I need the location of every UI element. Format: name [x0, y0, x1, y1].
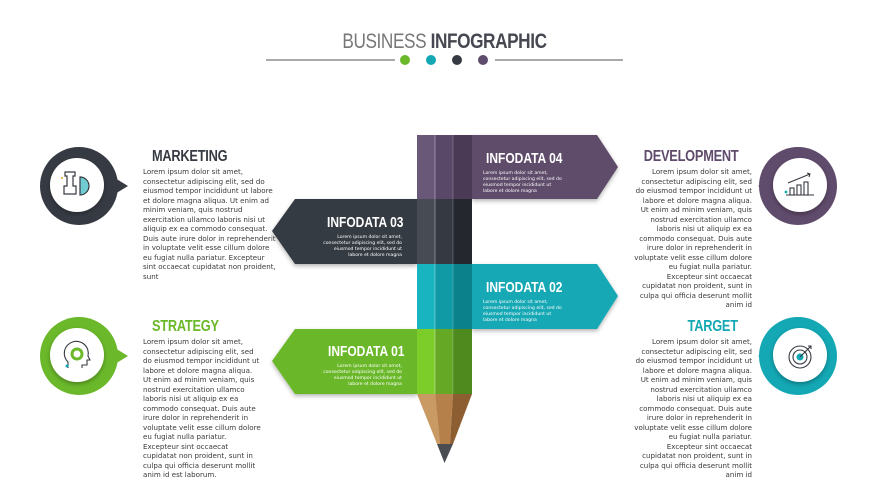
marketing-title: MARKETING — [152, 148, 228, 165]
target-badge — [758, 317, 837, 395]
target-text: Lorem ipsum dolor sit amet, consectetur … — [634, 337, 752, 479]
title-light: BUSINESS — [342, 30, 427, 53]
strategy-title: STRATEGY — [152, 318, 219, 335]
dot-teal — [426, 55, 436, 65]
sign-text-04: Lorem ipsum dolor sit amet, consectetur … — [483, 171, 562, 194]
sign-infodata-04 — [472, 135, 618, 199]
strategy-text: Lorem ipsum dolor sit amet, consectetur … — [143, 337, 261, 479]
target-title: TARGET — [687, 318, 738, 335]
sign-infodata-02 — [472, 264, 618, 329]
sign-text-02: Lorem ipsum dolor sit amet, consectetur … — [483, 300, 562, 323]
sign-text-01: Lorem ipsum dolor sit amet, consectetur … — [323, 364, 402, 387]
sign-title-02: INFODATA 02 — [486, 279, 563, 296]
chess-rook-pie-icon — [61, 171, 90, 196]
sign-title-03: INFODATA 03 — [327, 214, 404, 231]
target-arrow-icon — [788, 345, 812, 369]
page-title: BUSINESS INFOGRAPHIC — [80, 30, 809, 54]
development-title: DEVELOPMENT — [643, 148, 738, 165]
sign-infodata-01 — [272, 329, 417, 394]
head-gear-icon — [63, 340, 91, 368]
development-badge — [758, 147, 837, 225]
dot-green — [400, 55, 410, 65]
strategy-badge — [40, 317, 128, 395]
dot-dark — [452, 55, 462, 65]
development-text: Lorem ipsum dolor sit amet, consectetur … — [634, 167, 752, 309]
sign-title-01: INFODATA 01 — [328, 343, 405, 360]
growth-chart-icon — [784, 172, 814, 196]
title-bold: INFOGRAPHIC — [430, 30, 547, 53]
marketing-badge — [40, 147, 128, 225]
marketing-text: Lorem ipsum dolor sit amet, consectetur … — [143, 167, 276, 281]
pencil-wood-left — [417, 394, 440, 444]
sign-infodata-03 — [272, 199, 417, 264]
pencil-lead — [437, 444, 453, 463]
pencil — [417, 135, 472, 463]
sign-title-04: INFODATA 04 — [486, 150, 563, 167]
dot-purple — [478, 55, 488, 65]
sign-text-03: Lorem ipsum dolor sit amet, consectetur … — [323, 235, 402, 258]
